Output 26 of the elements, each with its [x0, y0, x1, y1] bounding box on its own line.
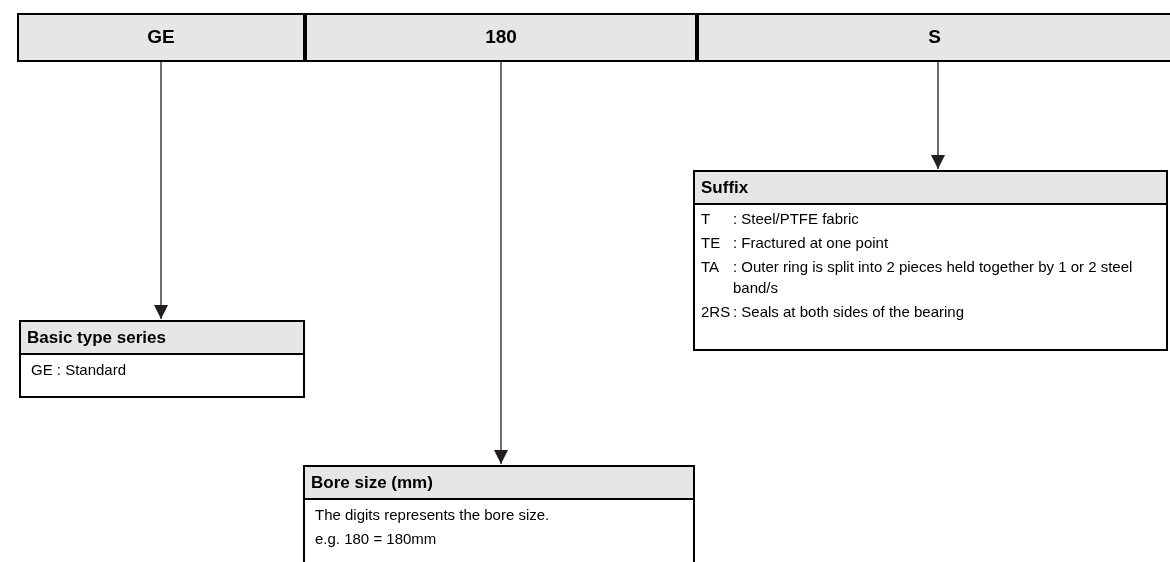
code-letter: GE	[147, 25, 175, 50]
suffix-description: : Seals at both sides of the bearing	[733, 302, 964, 322]
box-header: Suffix	[695, 172, 1166, 205]
arrow	[494, 61, 508, 465]
box-text: e.g. 180 = 180mm	[315, 530, 438, 548]
info-box	[303, 465, 695, 562]
box-text: The digits represents the bore size.	[315, 506, 551, 524]
code-segment	[305, 13, 697, 62]
code-letter: 180	[485, 25, 517, 50]
code-segment	[697, 13, 1170, 62]
code-segment	[17, 13, 305, 62]
arrow	[154, 61, 168, 320]
suffix-description: : Steel/PTFE fabric	[733, 209, 859, 229]
box-text: GE : Standard	[31, 361, 128, 379]
suffix-code: TA	[701, 257, 721, 277]
suffix-description: : Outer ring is split into 2 pieces held together by 1 or 2 steel band/s	[733, 257, 1134, 298]
info-box	[19, 320, 305, 398]
code-letter: S	[928, 25, 941, 50]
suffix-code: 2RS	[701, 302, 732, 322]
suffix-code: TE	[701, 233, 722, 253]
box-header: Bore size (mm)	[305, 467, 693, 500]
arrow	[931, 61, 945, 170]
suffix-description: : Fractured at one point	[733, 233, 889, 253]
info-box	[693, 170, 1168, 351]
box-header: Basic type series	[21, 322, 303, 355]
suffix-code: T	[701, 209, 712, 229]
